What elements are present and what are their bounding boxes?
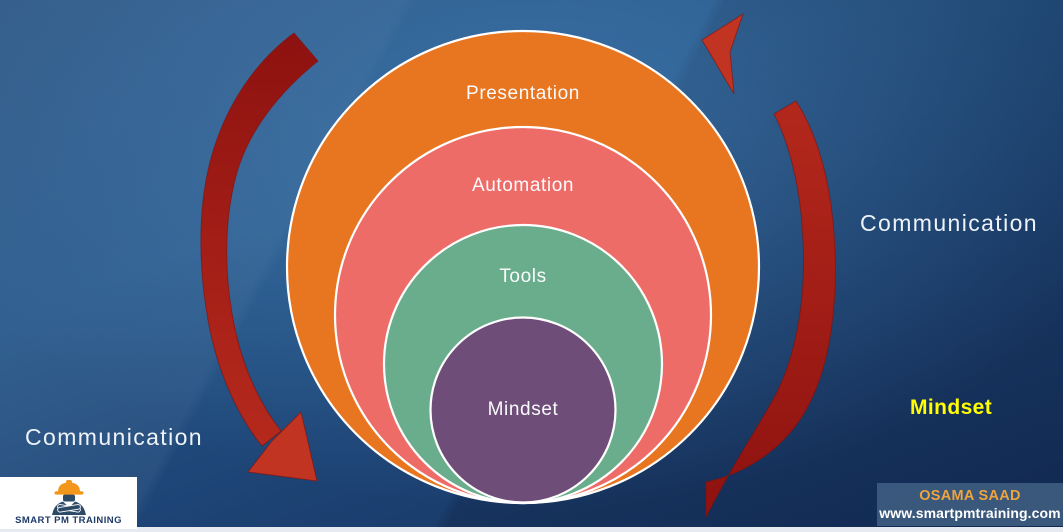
curved-arrow-left	[200, 32, 319, 447]
footer-card: OSAMA SAAD www.smartpmtraining.com	[877, 483, 1063, 526]
curved-arrow-right	[705, 100, 836, 518]
construction-worker-icon	[51, 480, 86, 515]
footer-author: OSAMA SAAD	[919, 488, 1021, 504]
ring-label-presentation: Presentation	[466, 83, 580, 104]
curved-arrow-right-head	[701, 12, 744, 95]
communication-label-left: Communication	[25, 424, 203, 450]
circle-mindset	[429, 316, 617, 504]
ring-label-mindset: Mindset	[487, 399, 559, 420]
logo-card: SMART PM TRAINING	[0, 477, 137, 529]
communication-label-right: Communication	[860, 210, 1038, 236]
mindset-highlight-label: Mindset	[910, 396, 993, 419]
ring-label-tools: Tools	[499, 266, 547, 287]
curved-arrow-left-head	[247, 411, 318, 482]
logo-text: SMART PM TRAINING	[15, 515, 122, 526]
bottom-edge-strip	[0, 527, 1063, 532]
ring-label-automation: Automation	[471, 175, 575, 196]
footer-website: www.smartpmtraining.com	[879, 505, 1061, 521]
